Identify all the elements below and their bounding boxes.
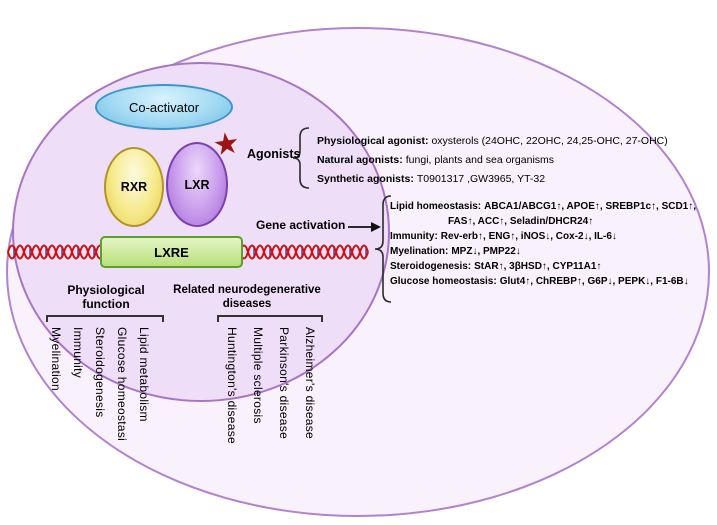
disease-item: Multiple sclerosis [251, 327, 265, 424]
gene-names: ABCA1/ABCG1↑, APOE↑, SREBP1c↑, SCD1↑, FA… [448, 201, 697, 227]
gene-activation-label: Gene activation [256, 218, 346, 232]
function-item: Myelination [49, 327, 63, 391]
gene-names: MPZ↓, PMP22↓ [451, 246, 521, 257]
lxr-label: LXR [184, 177, 210, 192]
gene-target-item-steroidogenesis: Steroidogenesis:StAR↑, 3βHSD↑, CYP11A1↑ [390, 259, 717, 274]
gene-category-label: Immunity: [390, 231, 438, 242]
gene-names: Rev-erb↑, ENG↑, iNOS↓, Cox-2↓, IL-6↓ [440, 231, 617, 242]
gene-targets-list: Lipid homeostasis:ABCA1/ABCG1↑, APOE↑, S… [390, 199, 717, 289]
function-item: Lipid metabolism [137, 327, 151, 422]
lxre-label: LXRE [154, 244, 189, 260]
coactivator-label: Co-activator [128, 99, 200, 115]
lxr-ellipse: LXR [166, 142, 228, 227]
gene-names: Glut4↑, ChREBP↑, G6P↓, PEPK↓, F1-6B↓ [499, 276, 689, 287]
agonist-star-icon: ★ [210, 126, 243, 163]
function-item: Glucose homeostasi [115, 327, 129, 442]
disease-item: Parkinson's disease [277, 327, 291, 440]
agonist-names: fungi, plants and sea organisms [405, 154, 555, 166]
agonist-item-synthetic: Synthetic agonists:T0901317 ,GW3965, YT-… [317, 170, 716, 189]
rxr-ellipse: RXR [104, 147, 164, 227]
agonist-type-label: Physiological agonist: [317, 135, 429, 147]
lxre-box: LXRE [100, 236, 243, 268]
agonist-names: T0901317 ,GW3965, YT-32 [416, 173, 546, 185]
physiological-function-bracket [46, 315, 164, 322]
coactivator-ellipse: Co-activator [95, 84, 233, 130]
gene-category-label: Glucose homeostasis: [390, 276, 497, 287]
gene-category-label: Steroidogenesis: [390, 261, 472, 272]
diseases-bracket [217, 315, 323, 322]
function-item: Immunity [71, 327, 85, 379]
diseases-title: Related neurodegenerative diseases [173, 284, 321, 310]
function-item: Steroidogenesis [93, 327, 107, 418]
gene-names: StAR↑, 3βHSD↑, CYP11A1↑ [474, 261, 602, 272]
agonists-label: Agonists [247, 147, 301, 161]
gene-target-item-myelination: Myelination:MPZ↓, PMP22↓ [390, 244, 717, 259]
agonist-type-label: Synthetic agonists: [317, 173, 414, 185]
agonist-item-physiological: Physiological agonist:oxysterols (24OHC,… [317, 132, 716, 151]
rxr-label: RXR [120, 180, 148, 194]
agonist-item-natural: Natural agonists:fungi, plants and sea o… [317, 151, 716, 170]
gene-target-item-lipid: Lipid homeostasis:ABCA1/ABCG1↑, APOE↑, S… [390, 199, 717, 229]
agonists-list: Physiological agonist:oxysterols (24OHC,… [317, 132, 716, 189]
disease-item: Huntington's disease [225, 327, 239, 445]
agonist-names: oxysterols (24OHC, 22OHC, 24,25-OHC, 27-… [431, 135, 668, 147]
disease-item: Alzheimer's disease [303, 327, 317, 440]
diseases-list: Huntington's disease Multiple sclerosis … [224, 327, 317, 444]
agonist-type-label: Natural agonists: [317, 154, 403, 166]
physiological-function-title: Physiological function [67, 283, 145, 311]
gene-target-item-immunity: Immunity:Rev-erb↑, ENG↑, iNOS↓, Cox-2↓, … [390, 229, 717, 244]
gene-target-item-glucose: Glucose homeostasis:Glut4↑, ChREBP↑, G6P… [390, 274, 717, 289]
gene-category-label: Myelination: [390, 246, 449, 257]
physiological-function-list: Myelination Immunity Steroidogenesis Glu… [48, 327, 151, 441]
gene-category-label: Lipid homeostasis: [390, 201, 482, 212]
